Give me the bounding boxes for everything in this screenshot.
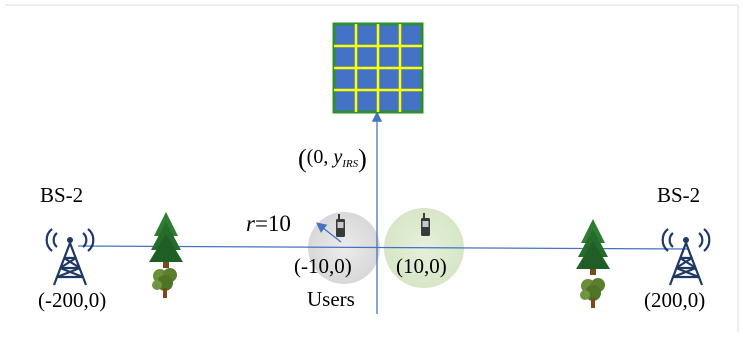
right-mobile-phone-icon bbox=[421, 213, 430, 236]
right-user-coordinate: (10,0) bbox=[396, 254, 447, 278]
radius-label: r=10 bbox=[246, 211, 291, 236]
users-label: Users bbox=[307, 287, 355, 311]
left-radio-tower-icon bbox=[45, 228, 95, 286]
left-bush-tree-icon bbox=[152, 268, 177, 298]
left-bs-coordinate: (-200,0) bbox=[38, 288, 106, 312]
right-pine-tree-icon bbox=[576, 219, 610, 275]
right-radio-tower-icon bbox=[661, 228, 711, 286]
irs-coordinate-label: ((0, yIRS) bbox=[298, 144, 367, 173]
reflecting-surface-icon bbox=[332, 22, 424, 114]
left-bs-name: BS-2 bbox=[40, 183, 83, 207]
left-pine-tree-icon bbox=[149, 212, 183, 268]
left-user-coordinate: (-10,0) bbox=[294, 254, 352, 278]
right-bs-coordinate: (200,0) bbox=[644, 288, 705, 312]
right-bs-name: BS-2 bbox=[657, 183, 700, 207]
radius-arrow bbox=[315, 222, 342, 243]
left-mobile-phone-icon bbox=[336, 214, 345, 237]
right-bush-tree-icon bbox=[580, 278, 605, 308]
